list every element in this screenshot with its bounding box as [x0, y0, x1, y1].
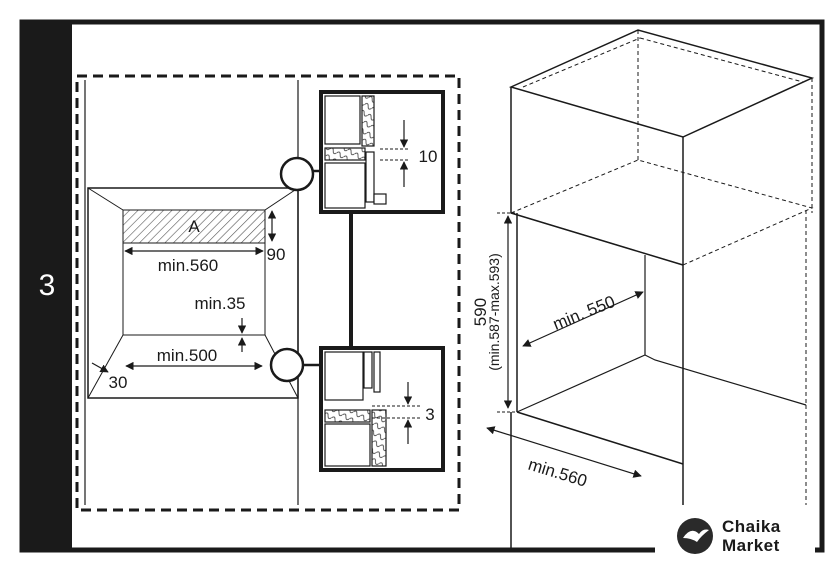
hatched-area-a	[122, 209, 266, 244]
niche-solid-front-top	[510, 212, 684, 266]
niche-floor-back	[516, 354, 807, 413]
niche-top-dashed	[509, 159, 814, 266]
detail-callout-bottom-circle	[269, 347, 305, 383]
niche-floor-front	[516, 411, 684, 465]
dim-height-range-label: (min.587-max.593)	[486, 253, 502, 371]
dim-width-front-line	[486, 426, 642, 478]
detail-top-oven-trim	[365, 151, 375, 203]
cabinet-top-lid	[508, 29, 815, 138]
dim-min35-label: min.35	[194, 294, 245, 313]
dim-depth-line	[522, 291, 644, 347]
label-area-a: A	[188, 217, 200, 236]
detail-top-wood-post	[361, 95, 375, 147]
detail-bottom-trim	[363, 351, 373, 389]
detail-top-bracket	[373, 193, 387, 205]
detail-bottom-wall	[324, 423, 371, 467]
brand-line2: Market	[722, 536, 780, 555]
detail-bottom-gap-label: 3	[425, 405, 434, 424]
dim-height-top-label: 90	[267, 245, 286, 264]
niche-persp-tl	[87, 187, 124, 211]
detail-bottom-oven-edge	[324, 351, 364, 401]
dim-width-bottom-label: min.500	[157, 346, 217, 365]
detail-bottom-wood-post	[371, 409, 387, 467]
detail-bottom-wood-shelf	[324, 409, 371, 423]
cabinet-top-lid-inner-dashed	[522, 37, 641, 88]
dim-side-label: 30	[109, 373, 128, 392]
dim-width-front-label: min.560	[526, 455, 589, 491]
detail-top-oven-edge	[324, 162, 366, 209]
detail-bottom-trim-2	[373, 351, 381, 393]
dim-width-top-label: min.560	[158, 256, 218, 275]
dim-side-arrow	[91, 362, 109, 373]
dim-height-main-label: 590	[471, 298, 490, 326]
step-number: 3	[39, 269, 56, 302]
cabinet-top-lid-inner-dashed-2	[639, 37, 804, 83]
brand-line1: Chaika	[722, 517, 781, 536]
dim-depth-label: min. 550	[550, 292, 618, 334]
detail-top-wall	[324, 95, 361, 145]
niche-outer	[87, 187, 299, 399]
cabinet-dashed-outline	[75, 74, 461, 512]
detail-top-gap-label: 10	[419, 147, 438, 166]
detail-top-wood-shelf	[324, 147, 366, 161]
niche-persp-tr	[264, 187, 299, 211]
step-bar	[22, 22, 72, 550]
detail-callout-top-circle	[279, 156, 315, 192]
bird-logo-icon	[677, 518, 713, 554]
